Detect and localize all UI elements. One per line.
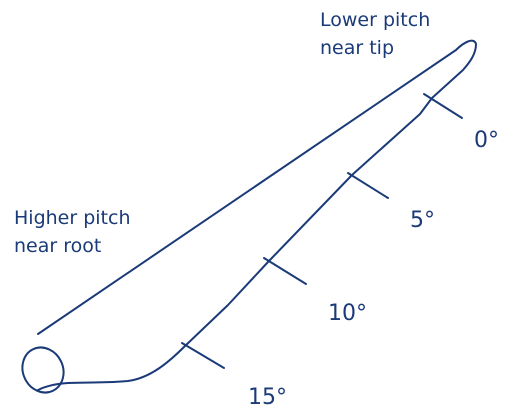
root-annotation-line-2: near root: [14, 235, 101, 257]
tip-annotation-line-2: near tip: [320, 37, 394, 59]
pitch-label-0: 0°: [474, 128, 499, 153]
tip-annotation-line-1: Lower pitch: [320, 9, 430, 31]
pitch-tick-15: [181, 342, 225, 369]
pitch-tick-10: [263, 257, 307, 285]
blade-outline: [37, 39, 477, 391]
pitch-tick-5: [347, 172, 389, 199]
pitch-tick-0: [423, 93, 463, 119]
pitch-label-10: 10°: [328, 301, 367, 326]
blade-root-ellipse: [21, 346, 65, 394]
pitch-label-5: 5°: [410, 208, 435, 233]
pitch-label-15: 15°: [248, 385, 287, 410]
root-annotation-line-1: Higher pitch: [14, 207, 131, 229]
